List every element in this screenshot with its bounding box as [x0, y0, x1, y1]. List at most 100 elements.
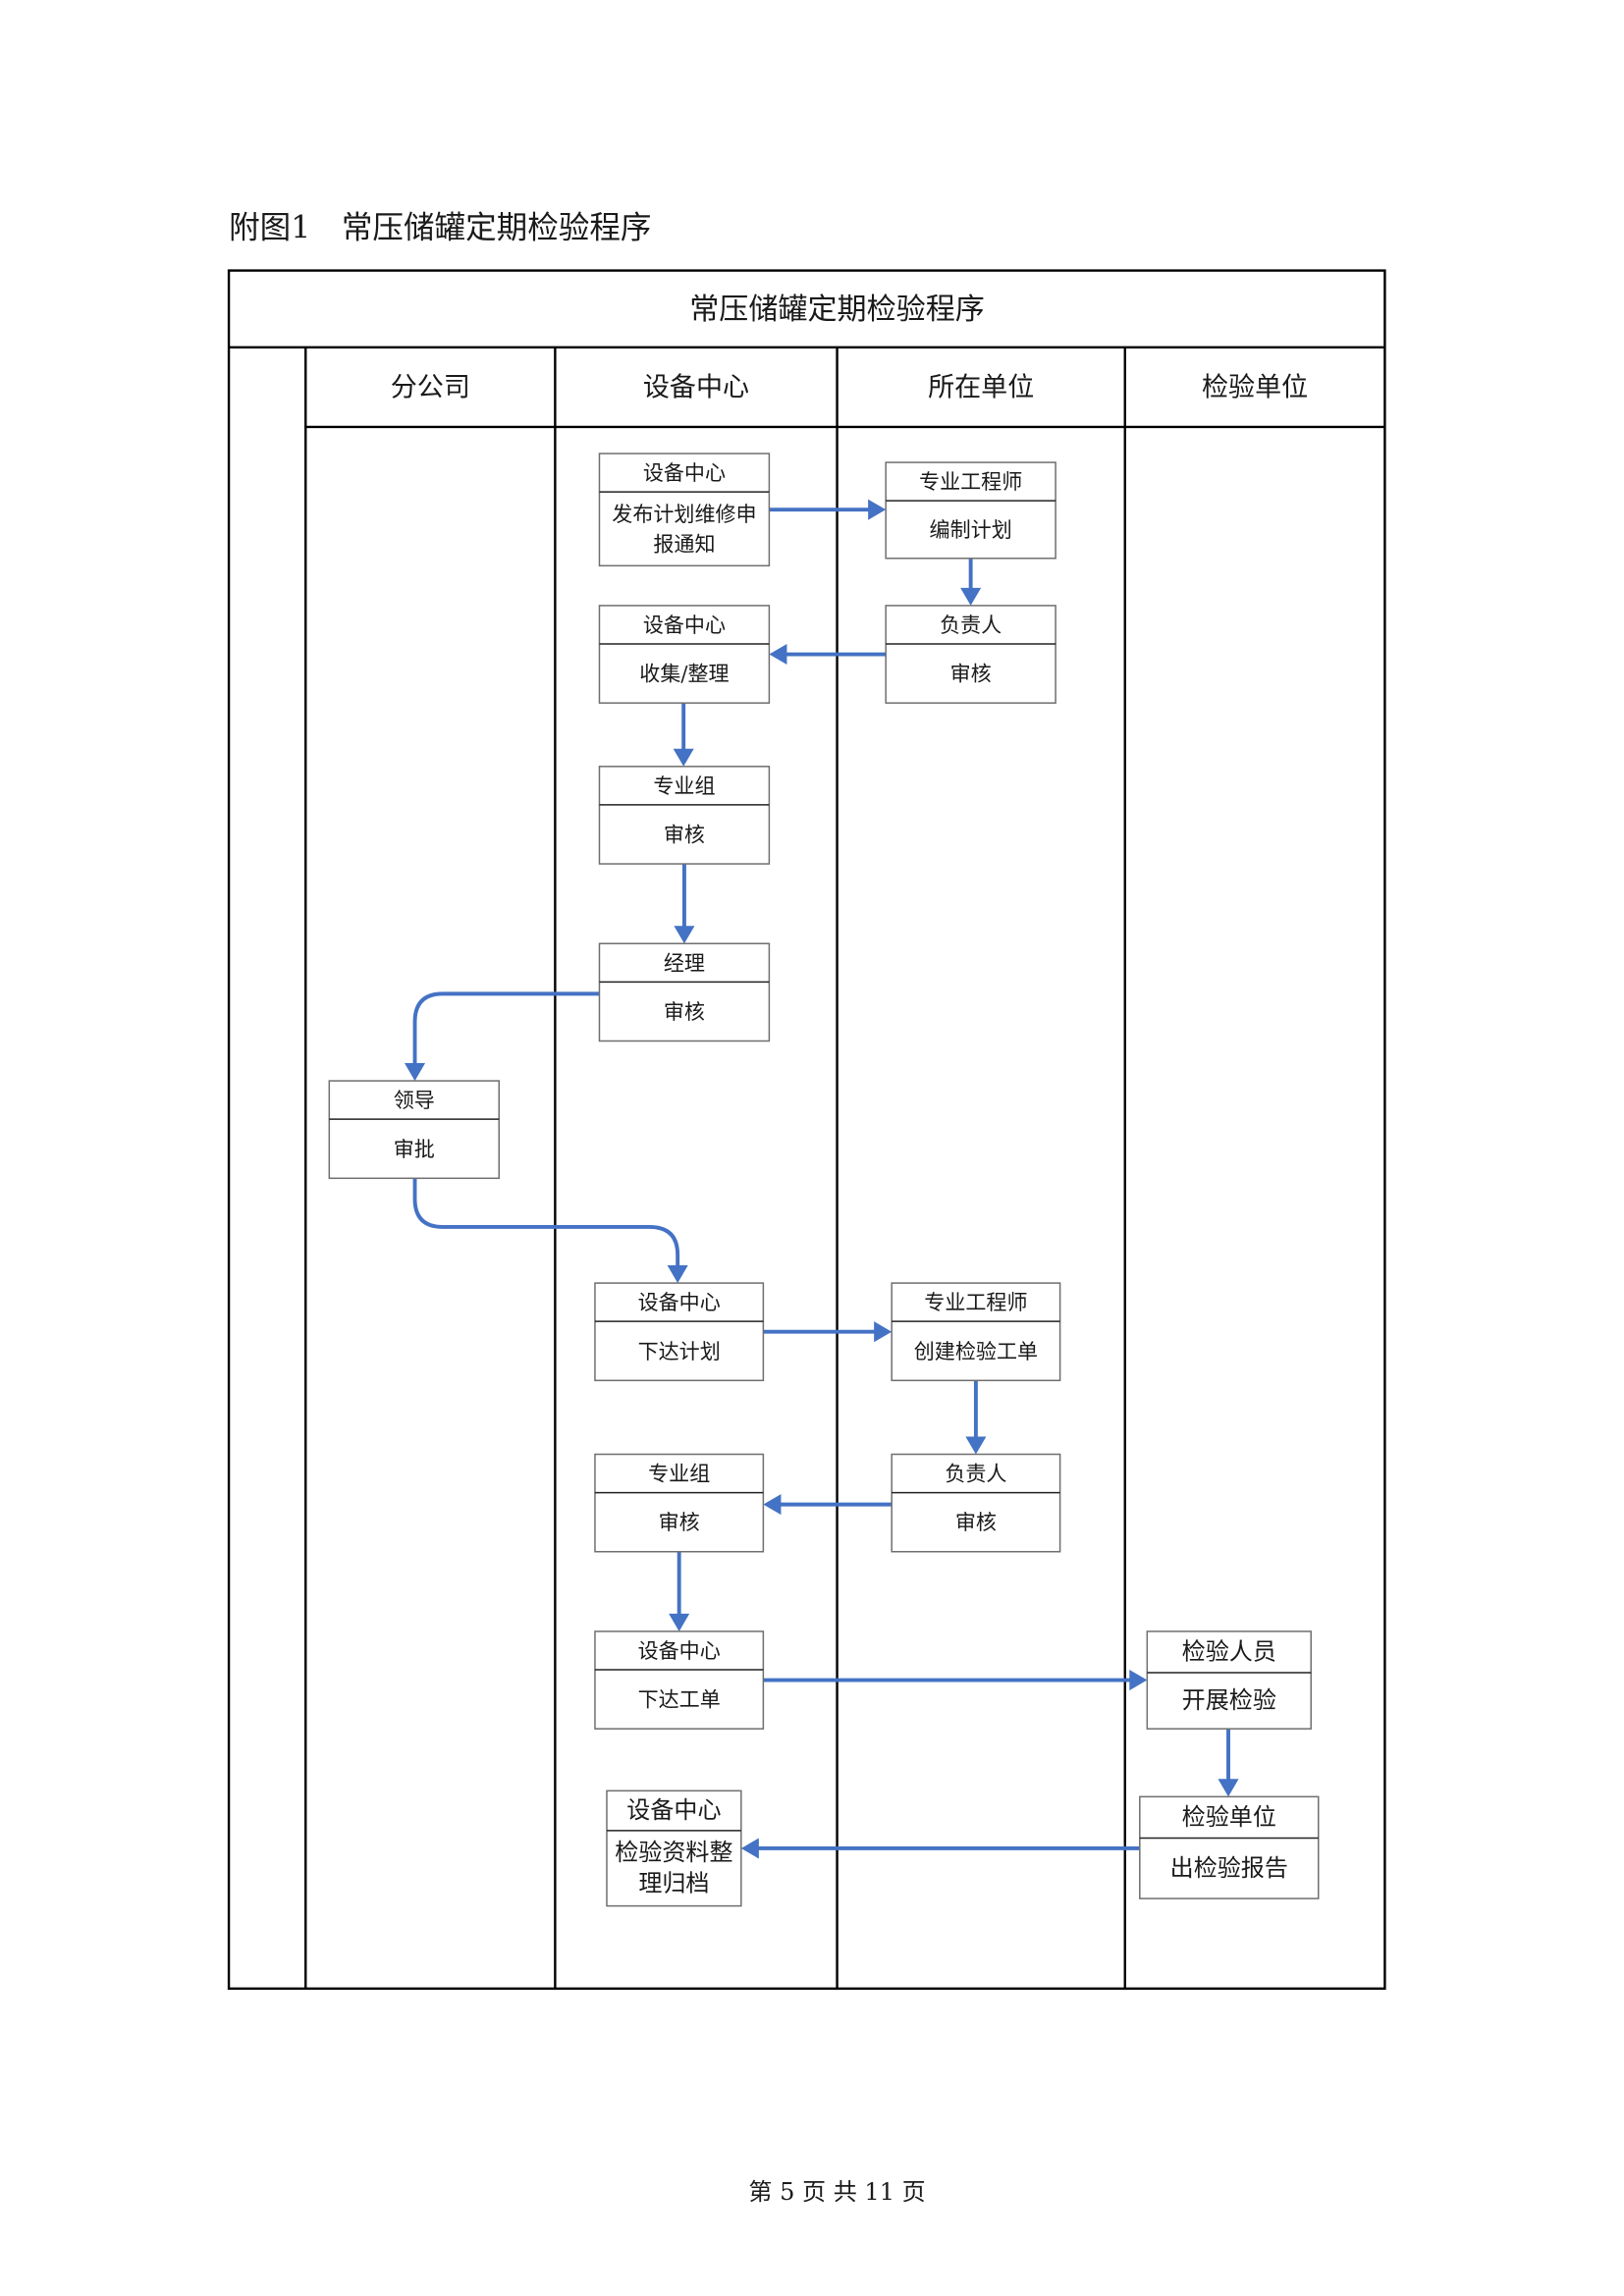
- box-frame: [598, 766, 771, 865]
- flow-arrow: [673, 703, 694, 767]
- box-action: 编制计划: [930, 517, 1012, 542]
- box-frame: [598, 453, 771, 567]
- arrowhead-icon: [674, 926, 695, 944]
- arrowhead-icon: [965, 1436, 987, 1455]
- arrowhead-icon: [874, 1321, 893, 1343]
- flow-arrow: [763, 1670, 1148, 1691]
- box-frame: [598, 942, 771, 1042]
- box-action: 出检验报告: [1170, 1854, 1288, 1882]
- arrowhead-icon: [669, 1613, 690, 1631]
- box-role: 专业组: [653, 774, 715, 798]
- box-role: 领导: [394, 1088, 435, 1112]
- arrowhead-icon: [868, 499, 887, 520]
- lane-header-local-unit: 所在单位: [928, 372, 1034, 402]
- box-frame: [594, 1630, 765, 1730]
- box-action: 审核: [955, 1510, 997, 1534]
- box-action: 发布计划维修申: [612, 502, 756, 526]
- lane-header-inspection-unit: 检验单位: [1202, 372, 1308, 402]
- box-role: 设备中心: [626, 1796, 721, 1824]
- box-action: 检验资料整: [615, 1839, 732, 1866]
- lane-header-equipment-center: 设备中心: [643, 372, 749, 402]
- box-action: 审核: [664, 822, 705, 846]
- lane-header-branch: 分公司: [391, 372, 470, 402]
- box-role: 经理: [664, 950, 705, 975]
- box-frame: [891, 1453, 1061, 1553]
- box-frame: [885, 461, 1056, 560]
- flow-arrow: [740, 1838, 1140, 1859]
- box-role: 专业工程师: [924, 1290, 1027, 1314]
- page-footer: 第 5 页 共 11 页: [748, 2178, 925, 2206]
- box-frame: [328, 1080, 500, 1180]
- box-frame: [1146, 1630, 1312, 1730]
- arrowhead-icon: [769, 644, 787, 666]
- process-boxes: 设备中心发布计划维修申报通知专业工程师编制计划设备中心收集/整理负责人审核专业组…: [328, 453, 1320, 1907]
- flow-arrow: [960, 558, 982, 606]
- box-frame: [594, 1453, 765, 1553]
- box-action: 审核: [664, 999, 705, 1024]
- flow-arrow: [769, 644, 887, 666]
- box-role: 设备中心: [638, 1638, 721, 1663]
- box-role: 专业组: [648, 1462, 710, 1486]
- flow-arrow: [669, 1551, 690, 1631]
- box-role: 负责人: [945, 1462, 1006, 1486]
- flow-arrow: [412, 1178, 688, 1284]
- box-action: 开展检验: [1182, 1686, 1276, 1714]
- box-action: 审核: [659, 1510, 700, 1534]
- box-action: 报通知: [653, 531, 715, 556]
- box-role: 专业工程师: [919, 469, 1022, 494]
- box-frame: [594, 1282, 765, 1382]
- swimlane-table: 常压储罐定期检验程序 分公司 设备中心 所在单位 检验单位: [227, 269, 1386, 1991]
- flow-arrow: [763, 1321, 893, 1343]
- box-role: 设备中心: [643, 613, 726, 637]
- box-frame: [1139, 1795, 1320, 1899]
- box-action: 下达计划: [638, 1339, 721, 1363]
- flow-line: [412, 1178, 680, 1269]
- box-frame: [598, 605, 771, 704]
- flow-line: [412, 991, 600, 1067]
- box-role: 检验人员: [1182, 1638, 1276, 1666]
- flow-arrow: [674, 864, 695, 944]
- arrowhead-icon: [667, 1265, 688, 1284]
- arrowhead-icon: [673, 748, 694, 767]
- box-action: 审批: [394, 1137, 435, 1161]
- table-border: [227, 269, 1386, 1991]
- box-role: 检验单位: [1182, 1803, 1276, 1831]
- flow-arrows: [404, 499, 1239, 1859]
- flow-arrow: [769, 499, 887, 520]
- arrowhead-icon: [1129, 1670, 1148, 1691]
- arrowhead-icon: [740, 1838, 759, 1859]
- flow-arrow: [965, 1380, 987, 1455]
- arrowhead-icon: [763, 1494, 782, 1516]
- box-action: 创建检验工单: [914, 1339, 1038, 1363]
- box-action: 理归档: [638, 1870, 709, 1897]
- box-frame: [885, 605, 1056, 704]
- flow-arrow: [1218, 1729, 1239, 1797]
- flow-arrow: [763, 1494, 893, 1516]
- flow-arrow: [404, 991, 600, 1082]
- box-role: 设备中心: [638, 1290, 721, 1314]
- arrowhead-icon: [404, 1063, 426, 1082]
- box-frame: [606, 1789, 742, 1907]
- arrowhead-icon: [1218, 1779, 1239, 1797]
- arrowhead-icon: [960, 587, 982, 606]
- figure-caption: 附图1 常压储罐定期检验程序: [229, 211, 651, 246]
- box-action: 审核: [950, 662, 992, 686]
- box-role: 负责人: [940, 613, 1001, 637]
- box-frame: [891, 1282, 1061, 1382]
- box-action: 下达工单: [638, 1687, 721, 1712]
